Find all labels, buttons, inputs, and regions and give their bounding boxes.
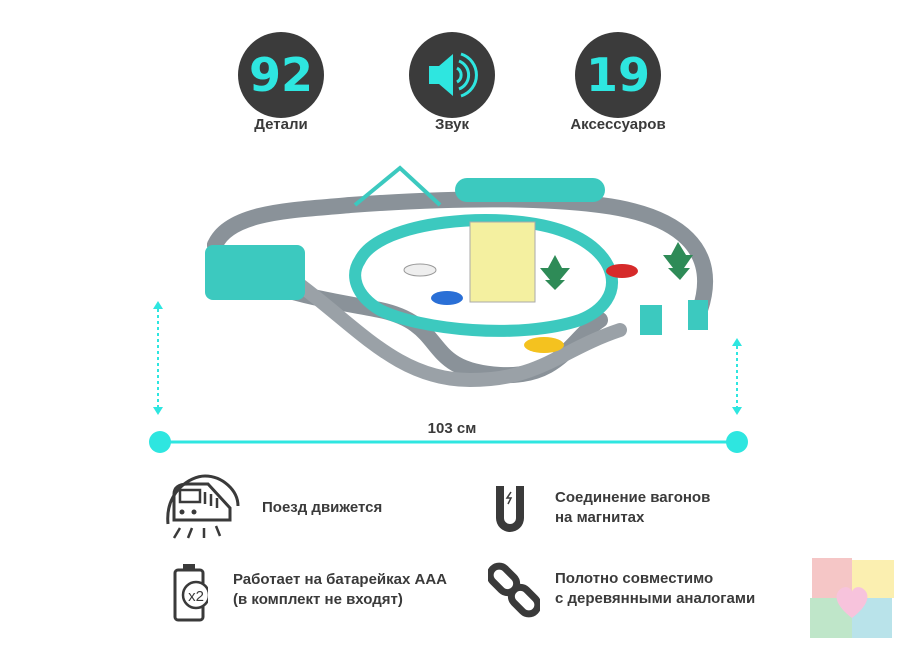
parts-label: Детали: [254, 116, 308, 133]
puzzle-heart-logo: [810, 558, 894, 638]
length-label: 103 см: [427, 420, 477, 437]
sound-badge: [409, 32, 495, 118]
station-building: [469, 221, 536, 303]
feature-text: на магнитах: [555, 509, 645, 526]
feature-text: (в комплект не входят): [233, 591, 403, 608]
sound-label: Звук: [434, 116, 470, 133]
dimension-indicator: [149, 301, 748, 453]
feature-text: Полотно совместимо: [555, 570, 714, 587]
parts-count: 92: [248, 48, 313, 102]
battery-count: x2: [188, 588, 204, 605]
accessories-count-badge: 19: [575, 32, 661, 118]
train-icon: [166, 474, 240, 539]
speaker-icon: [429, 52, 478, 98]
magnet-icon: [496, 486, 524, 532]
tunnel: [205, 245, 305, 300]
feature-moving-train: Поезд движется: [262, 498, 382, 518]
link-icon: [488, 562, 540, 618]
railway-set-illustration: [205, 165, 713, 388]
train: [455, 178, 605, 202]
feature-magnet-coupling: Соединение вагонов на магнитах: [555, 488, 710, 528]
feature-text: с деревянными аналогами: [555, 590, 756, 607]
feature-batteries: Работает на батарейках AAA (в комплект не…: [233, 570, 447, 610]
feature-text: Поезд движется: [262, 499, 383, 516]
feature-text: Соединение вагонов: [555, 489, 711, 506]
feature-wooden-compatibility: Полотно совместимо с деревянными аналогам…: [555, 569, 755, 609]
feature-text: Работает на батарейках AAA: [233, 571, 447, 588]
battery-icon: x2: [173, 564, 208, 622]
accessories-count: 19: [585, 48, 650, 102]
accessories-label: Аксессуаров: [570, 116, 666, 133]
parts-count-badge: 92: [238, 32, 324, 118]
